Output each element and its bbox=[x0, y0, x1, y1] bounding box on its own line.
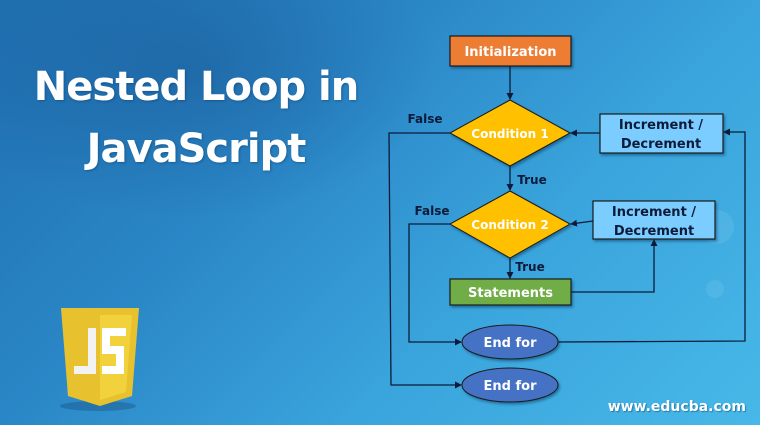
condition-2-diamond bbox=[448, 190, 572, 259]
condition-1-label: Condition 1 bbox=[471, 127, 548, 141]
increment-2-label-line-2: Decrement bbox=[614, 224, 694, 239]
node-statements: Statements bbox=[449, 278, 572, 306]
edge-statements-to-inc2 bbox=[571, 239, 658, 293]
end-for-inner-ellipse bbox=[461, 324, 559, 360]
increment-1-label-line-2: Decrement bbox=[621, 137, 701, 152]
edge-label-cond1-true: True bbox=[517, 173, 546, 187]
edge-label-cond2-false: False bbox=[415, 204, 450, 218]
node-increment-1: Increment / Decrement bbox=[599, 113, 724, 154]
end-for-outer-ellipse bbox=[461, 367, 559, 403]
node-end-for-inner: End for bbox=[461, 324, 559, 360]
page-title-line-1: Nested Loop in bbox=[33, 64, 359, 110]
edge-cond2-false bbox=[408, 223, 462, 346]
node-end-for-outer: End for bbox=[461, 367, 559, 403]
condition-1-diamond bbox=[448, 99, 572, 167]
increment-1-label-line-1: Increment / bbox=[619, 118, 703, 133]
logo-shadow bbox=[60, 401, 136, 411]
node-initialization: Initialization bbox=[449, 35, 572, 67]
end-for-inner-label: End for bbox=[484, 336, 538, 351]
page-title-line-2: JavaScript bbox=[86, 126, 307, 172]
initialization-label: Initialization bbox=[464, 45, 556, 60]
edge-inc2-to-cond2 bbox=[570, 219, 594, 227]
background-glow bbox=[0, 0, 440, 220]
logo-letter-j bbox=[74, 328, 96, 374]
statements-label: Statements bbox=[468, 286, 553, 301]
edge-endfor-to-inc1 bbox=[557, 128, 746, 343]
increment-1-box bbox=[599, 113, 724, 154]
node-condition-1: Condition 1 bbox=[448, 99, 572, 167]
edge-cond1-false bbox=[388, 132, 462, 389]
edge-label-cond1-false: False bbox=[408, 112, 443, 126]
statements-box bbox=[449, 278, 572, 306]
increment-2-box bbox=[592, 200, 716, 240]
initialization-box bbox=[449, 35, 572, 67]
increment-2-label-line-1: Increment / bbox=[612, 205, 696, 220]
condition-2-label: Condition 2 bbox=[471, 218, 548, 232]
node-increment-2: Increment / Decrement bbox=[592, 200, 716, 240]
end-for-outer-label: End for bbox=[484, 379, 538, 394]
edge-label-cond2-true: True bbox=[515, 260, 544, 274]
javascript-shield-logo-icon: JS bbox=[60, 308, 139, 411]
node-condition-2: Condition 2 bbox=[448, 190, 572, 259]
watermark-link[interactable]: www.educba.com bbox=[607, 399, 746, 415]
background-bubble bbox=[706, 280, 724, 298]
logo-letter-s bbox=[102, 328, 126, 374]
